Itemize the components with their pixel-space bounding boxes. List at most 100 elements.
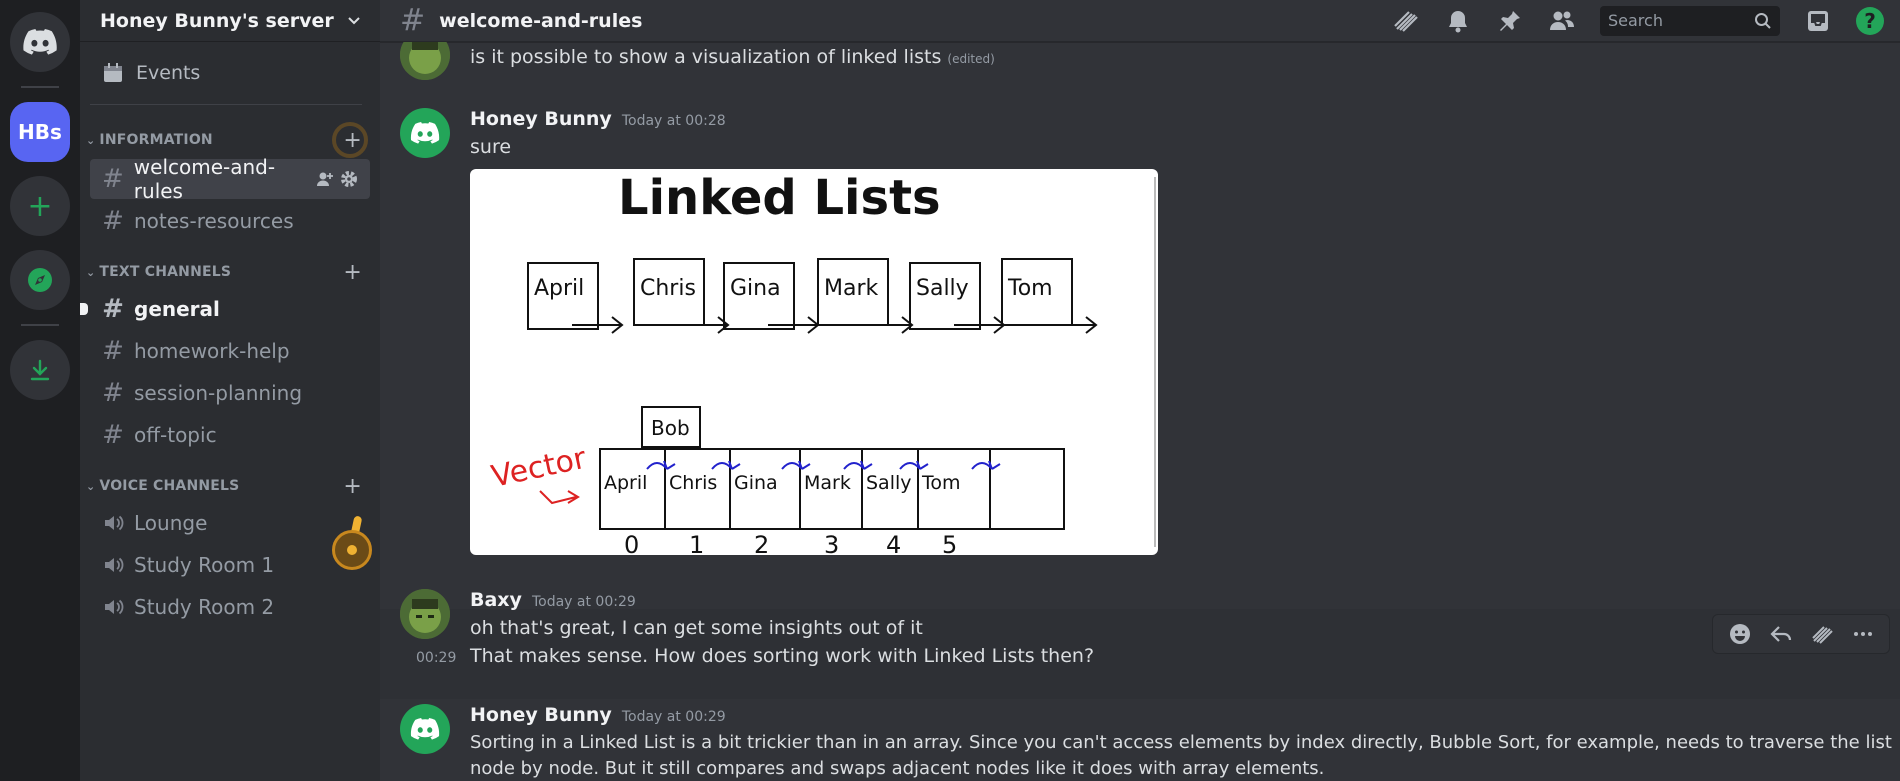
message-side-timestamp: 00:29	[416, 650, 457, 666]
server-header[interactable]: Honey Bunny's server	[80, 0, 380, 42]
category-text-channels[interactable]: ⌄TEXT CHANNELS +	[80, 260, 380, 285]
message-text: sure	[470, 136, 512, 158]
speaker-icon	[105, 515, 124, 531]
download-apps-button[interactable]	[10, 340, 70, 400]
vector-cell-label: Tom	[921, 472, 961, 494]
gear-icon[interactable]	[340, 170, 358, 188]
onboarding-alert-beacon[interactable]	[332, 530, 372, 570]
member-list-icon[interactable]	[1548, 7, 1576, 35]
message-author[interactable]: Baxy	[470, 589, 522, 611]
channel-label: Study Room 1	[134, 553, 275, 577]
message-text: is it possible to show a visualization o…	[470, 46, 942, 68]
hash-icon: #	[102, 378, 124, 408]
voice-channel-lounge[interactable]: Lounge	[90, 503, 370, 543]
hash-icon: #	[102, 294, 124, 324]
message-author[interactable]: Honey Bunny	[470, 704, 612, 726]
speaker-icon	[105, 599, 124, 615]
avatar	[400, 704, 450, 754]
add-reaction-icon[interactable]	[1728, 622, 1752, 646]
channel-label: session-planning	[134, 381, 303, 405]
pin-icon[interactable]	[1496, 7, 1524, 35]
download-icon	[30, 359, 50, 381]
reply-icon[interactable]	[1769, 622, 1793, 646]
list-node-label: April	[534, 276, 584, 301]
inbox-icon[interactable]	[1804, 7, 1832, 35]
list-node-box	[1001, 258, 1073, 326]
events-label: Events	[136, 62, 201, 84]
add-channel-plus-icon[interactable]: +	[343, 259, 362, 285]
list-node-label: Sally	[916, 276, 969, 301]
search-input[interactable]: Search	[1600, 5, 1780, 36]
vector-cell	[989, 448, 1065, 530]
avatar	[400, 108, 450, 158]
chat-area: # welcome-and-rules Search	[380, 0, 1900, 781]
voice-channel-study-room-2[interactable]: Study Room 2	[90, 587, 370, 627]
chevron-down-icon	[348, 16, 360, 24]
shift-arrow	[971, 460, 1001, 470]
vector-cell-label: Mark	[804, 472, 851, 494]
channel-label: notes-resources	[134, 209, 294, 233]
list-node-box	[633, 258, 705, 326]
shift-arrow	[646, 460, 676, 470]
message-author[interactable]: Honey Bunny	[470, 108, 612, 130]
message-text: That makes sense. How does sorting work …	[470, 645, 1095, 667]
create-thread-icon[interactable]	[1810, 622, 1834, 646]
message-scrollbar[interactable]	[1890, 0, 1900, 781]
avatar	[400, 589, 450, 639]
events-item[interactable]: Events	[90, 52, 370, 94]
chevron-down-icon: ⌄	[86, 265, 96, 279]
highlight-ring	[332, 121, 369, 158]
add-channel-plus-icon[interactable]: +	[332, 121, 369, 158]
channel-general[interactable]: # general	[80, 289, 370, 329]
help-icon[interactable]: ?	[1856, 6, 1884, 35]
list-node-label: Gina	[730, 276, 781, 301]
shift-arrow	[843, 460, 873, 470]
message-timestamp: Today at 00:29	[531, 594, 636, 610]
channel-notes-resources[interactable]: # notes-resources	[90, 201, 370, 241]
hash-icon: #	[400, 3, 426, 38]
image-title: Linked Lists	[618, 170, 941, 226]
beacon-dot	[347, 545, 357, 555]
channel-session-planning[interactable]: # session-planning	[90, 373, 370, 413]
list-node-box	[527, 262, 599, 330]
voice-channel-study-room-1[interactable]: Study Room 1	[90, 545, 370, 585]
invite-member-icon[interactable]	[316, 170, 334, 188]
channel-homework-help[interactable]: # homework-help	[90, 331, 370, 371]
channel-off-topic[interactable]: # off-topic	[90, 415, 370, 455]
add-server-button[interactable]: +	[10, 176, 70, 236]
home-button[interactable]	[10, 12, 70, 72]
server-icon-hbs[interactable]: HBs	[10, 102, 70, 162]
hash-icon: #	[102, 336, 124, 366]
hovered-message-row	[380, 609, 1900, 699]
vector-index-label: 2	[754, 531, 769, 555]
channel-title: welcome-and-rules	[439, 9, 643, 32]
unread-indicator	[80, 303, 88, 315]
list-node-label: Mark	[824, 276, 879, 301]
speaker-icon	[105, 557, 124, 573]
more-options-icon[interactable]	[1851, 622, 1875, 646]
list-node-box	[909, 262, 981, 330]
channel-label: general	[134, 297, 220, 321]
shift-arrow	[781, 460, 811, 470]
list-node-box	[817, 258, 889, 326]
category-voice-channels[interactable]: ⌄VOICE CHANNELS +	[80, 474, 380, 499]
inserted-node-label: Bob	[651, 416, 690, 440]
shift-arrow	[899, 460, 929, 470]
list-pointer-arrow	[678, 316, 730, 334]
vector-index-label: 0	[624, 531, 639, 555]
message-timestamp: Today at 00:29	[621, 709, 726, 725]
explore-servers-button[interactable]	[10, 250, 70, 310]
channel-sidebar: Honey Bunny's server Events ⌄INFORMATION…	[80, 0, 380, 781]
list-node-label: Chris	[640, 276, 696, 301]
channel-welcome-and-rules[interactable]: # welcome-and-rules	[90, 155, 370, 203]
category-information[interactable]: ⌄INFORMATION +	[80, 121, 380, 158]
add-channel-plus-icon[interactable]: +	[343, 473, 362, 499]
list-pointer-arrow	[572, 316, 624, 334]
bell-icon[interactable]	[1444, 7, 1472, 35]
server-rail: HBs +	[0, 0, 80, 781]
sidebar-divider	[90, 104, 362, 105]
hash-icon: #	[102, 206, 124, 236]
message-timestamp: Today at 00:28	[621, 113, 726, 129]
threads-icon[interactable]	[1392, 7, 1420, 35]
